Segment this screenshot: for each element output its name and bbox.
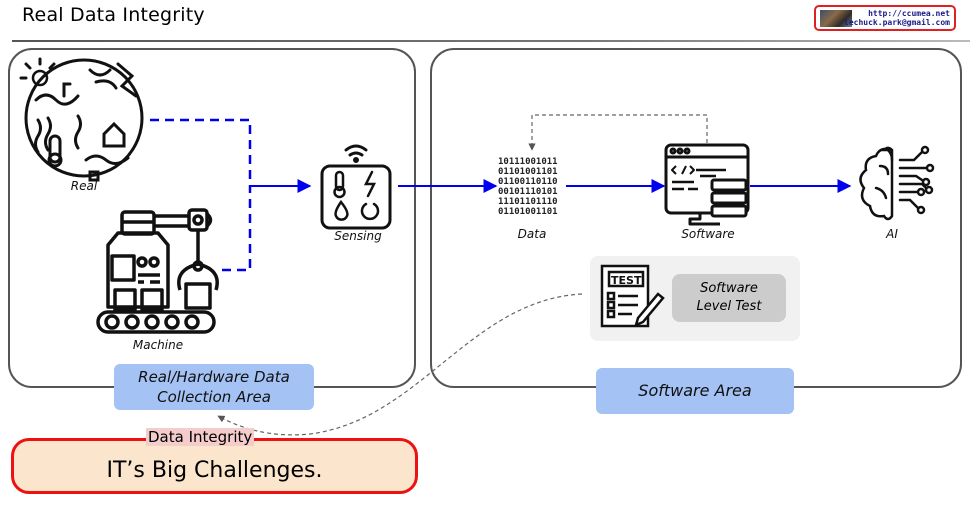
author-thumbnail xyxy=(820,10,852,27)
earth-climate-icon xyxy=(19,57,144,182)
software-feedback-connector xyxy=(528,114,708,151)
real-caption: Real xyxy=(71,179,98,193)
test-clipboard-icon: TEST xyxy=(600,264,665,328)
svg-text:10111001011: 10111001011 xyxy=(498,157,558,167)
hardware-area-label: Real/Hardware Data Collection Area xyxy=(114,364,314,410)
svg-text:01101001101: 01101001101 xyxy=(498,167,558,177)
software-area-label: Software Area xyxy=(596,368,794,414)
svg-text:01101001101: 01101001101 xyxy=(498,207,558,217)
hardware-area-line1: Real/Hardware Data xyxy=(138,368,290,386)
data-integrity-tag: Data Integrity xyxy=(146,428,255,446)
data-caption: Data xyxy=(518,227,547,241)
page-title: Real Data Integrity xyxy=(22,4,205,26)
real-to-sensing-connector xyxy=(150,118,252,186)
credit-email[interactable]: lechuck.park@gmail.com xyxy=(844,18,950,27)
software-caption: Software xyxy=(681,227,734,241)
challenge-text: IT’s Big Challenges. xyxy=(106,457,323,483)
ai-brain-circuit-icon xyxy=(859,145,935,221)
machine-to-sensing-connector xyxy=(222,186,252,272)
software-level-test-label: Software Level Test xyxy=(672,274,786,322)
credit-url[interactable]: http://ccumea.net xyxy=(868,9,950,18)
machine-caption: Machine xyxy=(133,338,183,352)
test-label-line2: Level Test xyxy=(696,299,762,314)
author-credit-badge: http://ccumea.net lechuck.park@gmail.com xyxy=(814,5,956,31)
software-window-icon xyxy=(664,143,750,226)
sensor-device-icon xyxy=(320,144,392,230)
svg-text:11101101110: 11101101110 xyxy=(498,197,558,207)
test-to-collection-connector xyxy=(217,293,583,436)
svg-text:01100110110: 01100110110 xyxy=(498,177,558,187)
binary-data-icon: 10111001011 01101001101 01100110110 0010… xyxy=(498,157,558,217)
sensing-caption: Sensing xyxy=(334,229,382,243)
header-divider xyxy=(12,40,970,42)
test-label-line1: Software xyxy=(700,281,758,296)
factory-robot-arm-icon xyxy=(96,208,219,334)
hardware-area-line2: Collection Area xyxy=(157,388,271,406)
svg-text:00101110101: 00101110101 xyxy=(498,187,558,197)
test-icon-text: TEST xyxy=(611,274,642,287)
challenge-callout: IT’s Big Challenges. xyxy=(11,438,418,494)
ai-caption: AI xyxy=(885,227,898,241)
